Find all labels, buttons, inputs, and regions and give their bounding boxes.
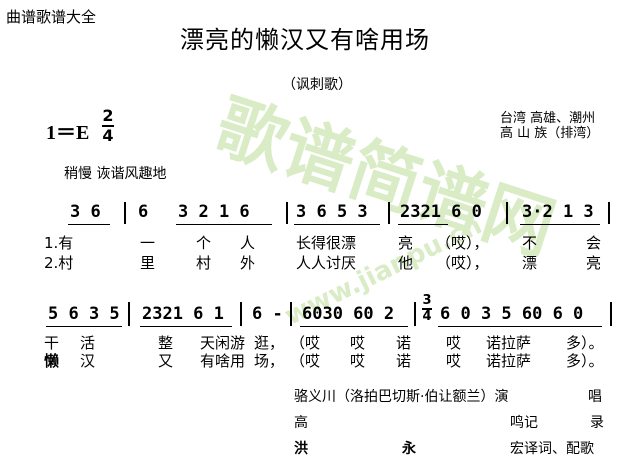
credit-singer-role: 唱 — [588, 389, 602, 405]
lyric: 诺拉萨 — [486, 352, 532, 370]
credit-arranger-2: 永 — [402, 441, 416, 457]
credit-arranger: 洪 — [294, 441, 308, 457]
meter-change-bottom: 4 — [422, 309, 432, 324]
underline — [438, 326, 602, 327]
site-label: 曲谱歌谱大全 — [6, 8, 97, 26]
time-signature-top: 2 — [102, 106, 114, 125]
lyric: 有啥用 — [200, 352, 246, 370]
underline — [398, 224, 448, 225]
bar-line — [128, 302, 130, 326]
notes-measure: 6 0 3 5 60 6 0 — [440, 304, 584, 324]
lyric: 一 — [140, 234, 156, 252]
notes-measure: 6030 60 2 — [302, 304, 395, 324]
bar-line — [240, 302, 242, 326]
lyric: 会 — [586, 234, 602, 252]
lyric: 不 — [522, 234, 538, 252]
credit-recorder-role: 鸣记 — [510, 415, 538, 431]
song-origin: 台湾 高雄、潮州 高 山 族（排湾） — [500, 111, 599, 141]
time-signature-divider — [102, 125, 114, 127]
credit-arranger-role: 宏译词、配歌 — [510, 441, 594, 457]
lyric: 他 — [398, 254, 414, 272]
lyric: 漂 — [522, 254, 538, 272]
credit-singer: 骆义川（洛拍巴切斯·伯让额兰）演 — [294, 389, 509, 405]
lyric: 2.村 — [44, 254, 74, 272]
notes-measure: 6 — [138, 202, 149, 222]
notes-measure: 3 6 — [70, 202, 101, 222]
song-title: 漂亮的懒汉又有啥用场 — [180, 26, 430, 54]
bar-line — [506, 202, 508, 224]
notes-measure: 5 6 3 5 — [48, 304, 120, 324]
meter-change: 3 4 — [422, 294, 432, 324]
song-subtitle: （讽刺歌） — [282, 77, 352, 93]
notes-measure: 3·2 1 3 — [522, 202, 594, 222]
lyric: 场， — [254, 352, 285, 370]
lyric: 多）。 — [566, 334, 604, 352]
lyric: 天闲游 — [200, 334, 246, 352]
lyric: 人人讨厌 — [296, 254, 357, 272]
bar-line — [286, 202, 288, 224]
lyric: 哎 — [446, 334, 462, 352]
tempo-marking: 稍慢 诙谐风趣地 — [64, 166, 167, 182]
lyric: 整 — [158, 334, 174, 352]
origin-line-2: 高 山 族（排湾） — [500, 126, 600, 141]
lyric: 活 — [80, 334, 96, 352]
lyric: 懒 — [44, 352, 60, 370]
underline — [140, 326, 232, 327]
lyric: 又 — [158, 352, 174, 370]
lyric: 个 — [196, 234, 212, 252]
underline — [46, 326, 122, 327]
lyric: 人 — [240, 234, 256, 252]
lyric: （哎 — [290, 352, 321, 370]
bar-line — [414, 302, 416, 326]
underline — [68, 224, 110, 225]
lyric: 亮 — [398, 234, 414, 252]
underline — [176, 224, 272, 225]
lyric: 干 — [44, 334, 60, 352]
lyric: 外 — [240, 254, 256, 272]
underline — [300, 326, 408, 327]
lyric: （哎 — [290, 334, 321, 352]
lyric: （哎）， — [436, 234, 489, 252]
time-signature-bottom: 4 — [102, 126, 114, 145]
lyric: 长得很漂 — [296, 234, 357, 252]
notes-measure: 2321 6 1 — [142, 304, 224, 324]
bar-line — [290, 302, 292, 326]
meter-change-divider — [422, 308, 432, 310]
lyric: 诺 — [396, 352, 412, 370]
lyric: 哎 — [350, 334, 366, 352]
lyric: 里 — [140, 254, 156, 272]
lyric: 亮 — [586, 254, 602, 272]
notes-measure: 6 - — [252, 304, 283, 324]
credit-recorder-role-2: 录 — [590, 415, 604, 431]
staff-1: 3 6 6 3 2 1 6 3 6 5 3 2321 6 0 3·2 1 3 1… — [0, 190, 640, 272]
lyric: 逛， — [254, 334, 285, 352]
staff-2: 5 6 3 5 2321 6 1 6 - 6030 60 2 6 0 3 5 6… — [0, 294, 640, 374]
underline — [294, 224, 380, 225]
lyric: 1.有 — [44, 234, 74, 252]
lyric: 哎 — [350, 352, 366, 370]
underline — [520, 224, 600, 225]
origin-line-1: 台湾 高雄、潮州 — [500, 111, 596, 126]
bar-line — [124, 202, 126, 224]
lyric: （哎）， — [436, 254, 489, 272]
credit-recorder: 高 — [294, 415, 308, 431]
time-signature: 2 4 — [102, 108, 114, 144]
notes-measure: 2321 6 0 — [400, 202, 482, 222]
key-signature: 1＝E — [46, 122, 90, 144]
notes-measure: 3 2 1 6 — [178, 202, 250, 222]
lyric: 诺拉萨 — [486, 334, 532, 352]
bar-line — [388, 202, 390, 224]
notes-measure: 3 6 5 3 — [296, 202, 368, 222]
lyric: 村 — [196, 254, 212, 272]
bar-line — [610, 302, 612, 326]
lyric: 诺 — [396, 334, 412, 352]
bar-line — [608, 202, 610, 224]
lyric: 汉 — [80, 352, 96, 370]
lyric: 哎 — [446, 352, 462, 370]
meter-change-top: 3 — [422, 293, 432, 308]
lyric: 多）。 — [566, 352, 604, 370]
